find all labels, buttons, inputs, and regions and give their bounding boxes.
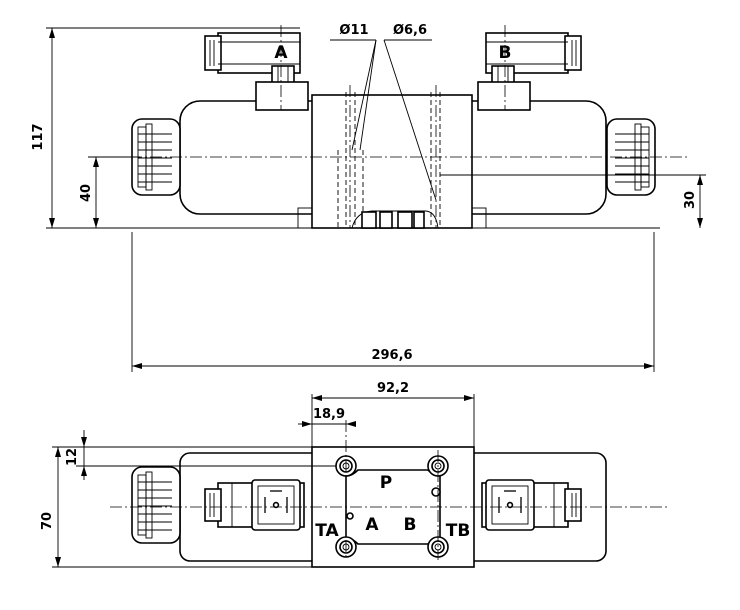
dim-port-offset: 18,9 [313,407,345,422]
plan-view: P A B TA TB [110,420,670,568]
port-label-b: B [404,515,417,535]
solenoid-label-a: A [274,43,288,63]
port-label-ta: TA [315,521,339,541]
port-label-tb: TB [446,521,471,541]
side-view: A B [90,25,690,229]
plug-right-plan [481,479,582,531]
plug-right [477,32,582,111]
valve-block [311,94,473,229]
dim-top-offset: 12 [65,448,80,466]
dim-bore-small: Ø6,6 [393,23,427,38]
dim-body-width: 92,2 [377,381,409,396]
dim-height-right: 30 [683,191,698,209]
dim-bore-large: Ø11 [339,23,368,38]
port-label-a: A [365,515,379,535]
plug-left [204,32,309,111]
plug-left-plan [204,479,305,531]
dim-overall-length: 296,6 [371,348,412,363]
dim-overall-height: 117 [31,123,46,150]
coil-left-plan [131,466,181,544]
dim-depth: 70 [40,512,55,530]
port-label-p: P [380,473,392,493]
dim-height-center: 40 [79,184,94,202]
dimensions: 117 40 30 296,6 92,2 18,9 [31,23,706,568]
